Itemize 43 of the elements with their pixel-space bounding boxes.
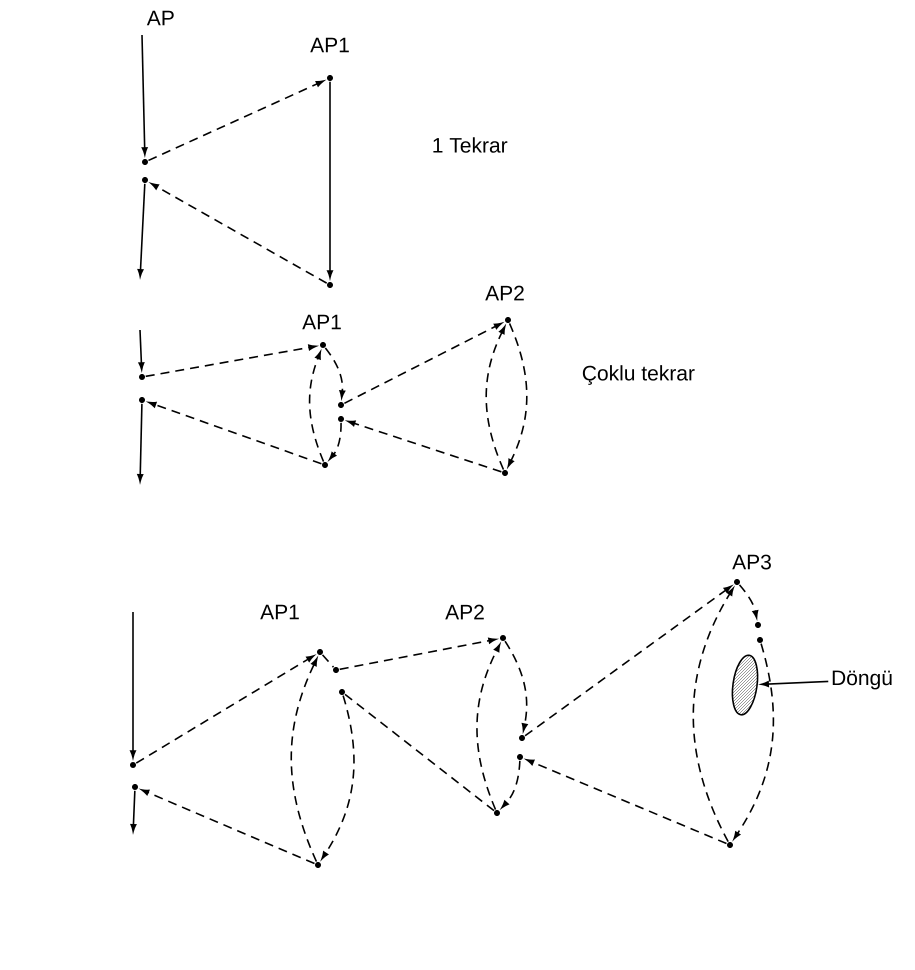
arrow: [148, 402, 322, 464]
point-label: AP2: [445, 604, 484, 620]
arrow: [141, 35, 148, 156]
hatched-loop: [732, 654, 758, 716]
arrow: [130, 612, 136, 758]
arrow: [508, 323, 528, 467]
arrow: [324, 347, 346, 398]
arrow: [329, 422, 342, 460]
point-label: AP3: [732, 554, 771, 570]
arrow: [476, 644, 500, 810]
arrow: [150, 182, 328, 284]
arrow: [692, 588, 734, 842]
leader-arrow: [761, 680, 828, 688]
arrow: [504, 640, 528, 732]
diagram-label: AP: [146, 10, 174, 26]
diagram-label: 1 Tekrar: [433, 137, 508, 153]
arrow: [347, 420, 502, 473]
point-label: AP2: [485, 286, 524, 300]
point-label: AP1: [310, 38, 349, 52]
point-label: AP1: [302, 314, 341, 330]
arrow: [141, 789, 315, 864]
arrow: [137, 404, 144, 482]
arrow: [326, 82, 333, 278]
arrow: [733, 643, 774, 840]
arrow: [290, 658, 318, 862]
arrow: [501, 760, 521, 808]
arrow: [321, 695, 355, 860]
arrow: [524, 586, 732, 736]
arrow: [738, 584, 758, 618]
point-label: AP1: [260, 604, 299, 620]
arrow: [138, 184, 146, 277]
arrow: [130, 790, 136, 832]
arrow: [526, 759, 727, 844]
arrow: [308, 351, 324, 462]
arrow: [340, 638, 496, 670]
arrow: [344, 322, 502, 404]
arrow: [136, 655, 314, 764]
loop-label: Döngü: [832, 670, 892, 690]
diagram-label: Çoklu tekrar: [582, 365, 695, 385]
arrow: [148, 80, 324, 162]
arrow: [138, 330, 144, 370]
arrow: [146, 344, 316, 378]
arrow: [485, 326, 506, 470]
